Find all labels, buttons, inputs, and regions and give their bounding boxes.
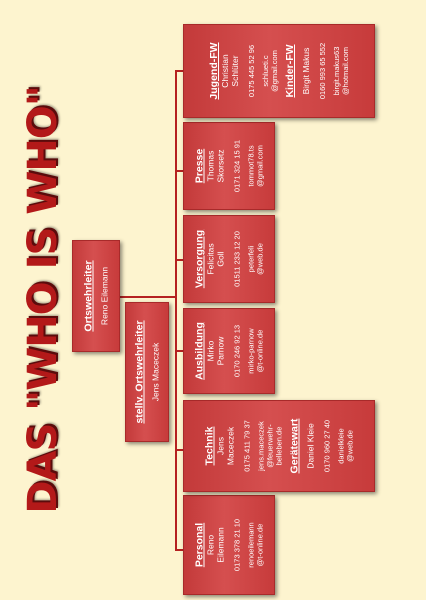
stellv-name: Jens Maceczek <box>150 342 161 402</box>
connector-jugend <box>175 70 183 72</box>
jugend-email-2: @gmail.com <box>270 50 279 92</box>
jugend-phone: 0175 445 52 96 <box>247 44 256 98</box>
box-personal: Personal Reno Eilemann 0173 378 21 10 re… <box>183 495 275 595</box>
technik-title: Technik <box>203 426 216 466</box>
box-ausbildung: Ausbildung Mirko Parnow 0170 246 92 13 m… <box>183 308 275 394</box>
box-ortswehrleiter: Ortswehrleiter Reno Eilemann <box>72 240 120 352</box>
technik-email-1: jens.maceczek <box>256 421 266 471</box>
geraetewart-title: Gerätewart <box>288 418 301 474</box>
presse-title: Presse <box>193 148 206 184</box>
connector-vertical-bus <box>175 70 177 550</box>
jugend-email-1: schlueti.c <box>261 55 270 87</box>
kinder-name: Birgit Makus <box>301 47 311 95</box>
jugend-name-1: Christian <box>220 54 230 88</box>
box-technik-geraetewart: Technik Jens Maceczek 0175 411 79 37 jen… <box>183 400 375 492</box>
connector-presse <box>175 170 183 172</box>
ortswehrleiter-title: Ortswehrleiter <box>82 260 95 332</box>
geraetewart-phone: 0170 960 27 40 <box>322 419 332 473</box>
technik-name-1: Jens <box>215 437 226 455</box>
technik-email-2: @feuerwehr- <box>265 424 275 468</box>
stellv-title: stellv. Ortswehrleiter <box>133 320 146 424</box>
box-versorgung: Versorgung Felicitas Goll 01511 233 12 2… <box>183 215 275 303</box>
connector-versorgung <box>175 259 183 261</box>
ausbildung-name-1: Mirko <box>205 340 216 362</box>
jugend-name-2: Schlüter <box>230 55 240 87</box>
versorgung-name-2: Goll <box>215 251 226 267</box>
chart-title: DAS "WHO IS WHO" <box>20 86 66 514</box>
connector-ausbildung <box>175 350 183 352</box>
kinder-title: Kinder-FW <box>284 44 296 98</box>
box-presse: Presse Thomas Skorsetz 0171 324 15 91 to… <box>183 122 275 210</box>
ausbildung-title: Ausbildung <box>193 322 206 380</box>
versorgung-title: Versorgung <box>193 229 206 289</box>
versorgung-email-1: peterfeli <box>246 245 256 273</box>
ausbildung-name-2: Parnow <box>215 336 226 366</box>
box-stellv-ortswehrleiter: stellv. Ortswehrleiter Jens Maceczek <box>125 302 169 442</box>
kinder-phone: 0160 993 65 552 <box>318 42 327 100</box>
versorgung-email-2: @web.de <box>255 243 265 275</box>
connector-personal <box>175 549 183 551</box>
kinder-email-1: birgit.makus63 <box>332 46 341 96</box>
connector-main-horizontal <box>120 296 175 298</box>
technik-email-3: belleben.de <box>274 426 284 466</box>
ortswehrleiter-name: Reno Eilemann <box>99 266 110 326</box>
versorgung-phone: 01511 233 12 20 <box>232 231 242 287</box>
ausbildung-phone: 0170 246 92 13 <box>232 324 242 378</box>
jugend-title: Jugend-FW <box>208 42 220 100</box>
technik-name-2: Maceczek <box>225 426 236 466</box>
box-jugend-kinder-fw: Jugend-FW Christian Schlüter 0175 445 52… <box>183 24 375 118</box>
ausbildung-email-1: mirko-parnow <box>246 328 256 374</box>
ausbildung-email-2: @t-online.de <box>255 329 265 373</box>
geraetewart-name: Daniel Kleie <box>305 423 316 469</box>
connector-technik <box>175 449 183 451</box>
versorgung-name-1: Felicitas <box>205 243 216 275</box>
geraetewart-email-1: danielkleie <box>336 428 346 464</box>
kinder-email-2: @hotmail.com <box>341 46 350 96</box>
geraetewart-email-2: @web.de <box>345 430 355 462</box>
technik-phone: 0175 411 79 37 <box>242 420 252 472</box>
